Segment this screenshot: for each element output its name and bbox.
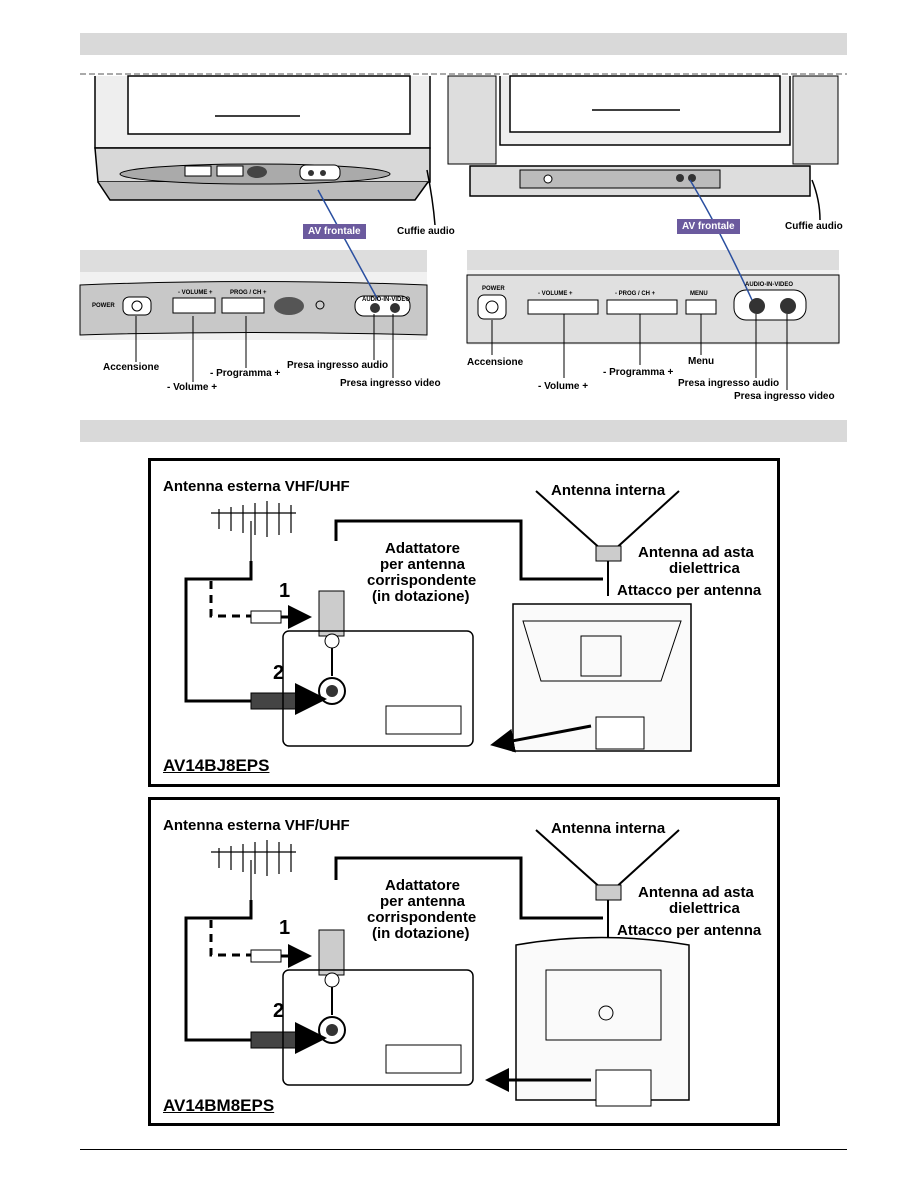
antenna-esterna-label-2: Antenna esterna VHF/UHF <box>163 817 350 834</box>
asta-label-2-line1: Antenna ad asta <box>638 884 754 901</box>
callout-presa-audio-right: Presa ingresso audio <box>678 378 780 389</box>
adattatore-label-1-line2: per antenna <box>380 556 466 573</box>
callout-accensione-left: Accensione <box>103 362 160 373</box>
antenna-diagram-2-drawing <box>184 829 690 1107</box>
callout-volume-left: - Volume + <box>167 382 218 393</box>
callout-programma-left: - Programma + <box>210 368 281 379</box>
left-front-panel-zoom <box>79 189 428 382</box>
step-1-label-d1: 1 <box>279 580 291 602</box>
model-label-2: AV14BM8EPS <box>163 1096 275 1115</box>
right-front-panel-zoom <box>466 179 840 390</box>
section-header-bar-middle <box>80 420 847 442</box>
av-frontale-tag-left: AV frontale <box>303 224 366 239</box>
left-tv-drawing <box>94 75 436 226</box>
right-prog-label: - PROG / CH + <box>615 291 656 297</box>
antenna-interna-label-2: Antenna interna <box>551 820 666 837</box>
right-av-label: AUDIO-IN-VIDEO <box>745 282 793 288</box>
left-av-label: AUDIO-IN-VIDEO <box>362 297 410 303</box>
right-menu-label: MENU <box>690 291 708 297</box>
step-2-label-d1: 2 <box>273 662 285 684</box>
antenna-diagram-1-drawing <box>184 490 692 753</box>
antenna-interna-label-1: Antenna interna <box>551 482 666 499</box>
tv-front-illustrations <box>79 73 847 390</box>
section-header-bar-top <box>80 33 847 55</box>
right-volume-label: - VOLUME + <box>538 291 573 297</box>
adattatore-label-2-line2: per antenna <box>380 893 466 910</box>
antenna-esterna-label-1: Antenna esterna VHF/UHF <box>163 478 350 495</box>
asta-label-1-line2: dielettrica <box>669 560 740 577</box>
adattatore-label-1-line3: corrispondente <box>367 572 477 589</box>
adattatore-label-1-line4: (in dotazione) <box>372 588 470 605</box>
adattatore-label-2-line4: (in dotazione) <box>372 925 470 942</box>
antenna-diagram-1 <box>148 458 780 787</box>
callout-presa-audio-left: Presa ingresso audio <box>287 360 389 371</box>
callout-programma-right: - Programma + <box>603 367 674 378</box>
asta-label-2-line2: dielettrica <box>669 900 740 917</box>
antenna-diagram-2 <box>148 797 780 1126</box>
callout-accensione-right: Accensione <box>467 357 524 368</box>
left-power-label: POWER <box>92 303 115 309</box>
adattatore-label-2-line3: corrispondente <box>367 909 477 926</box>
callout-presa-video-right: Presa ingresso video <box>734 391 835 402</box>
callout-volume-right: - Volume + <box>538 381 589 392</box>
attacco-label-2: Attacco per antenna <box>617 922 762 939</box>
right-tv-drawing <box>447 75 839 221</box>
cuffie-audio-right: Cuffie audio <box>785 221 843 232</box>
footer-rule <box>80 1149 847 1150</box>
attacco-label-1: Attacco per antenna <box>617 582 762 599</box>
left-volume-label: - VOLUME + <box>178 290 213 296</box>
left-prog-label: PROG / CH + <box>230 290 267 296</box>
step-2-label-d2: 2 <box>273 1000 285 1022</box>
step-1-label-d2: 1 <box>279 917 291 939</box>
asta-label-1-line1: Antenna ad asta <box>638 544 754 561</box>
cuffie-audio-left: Cuffie audio <box>397 226 455 237</box>
model-label-1: AV14BJ8EPS <box>163 756 270 775</box>
callout-presa-video-left: Presa ingresso video <box>340 378 441 389</box>
adattatore-label-2-line1: Adattatore <box>385 877 461 894</box>
adattatore-label-1-line1: Adattatore <box>385 540 461 557</box>
callout-menu-right: Menu <box>688 356 715 367</box>
right-power-label: POWER <box>482 286 505 292</box>
av-frontale-tag-right: AV frontale <box>677 219 740 234</box>
